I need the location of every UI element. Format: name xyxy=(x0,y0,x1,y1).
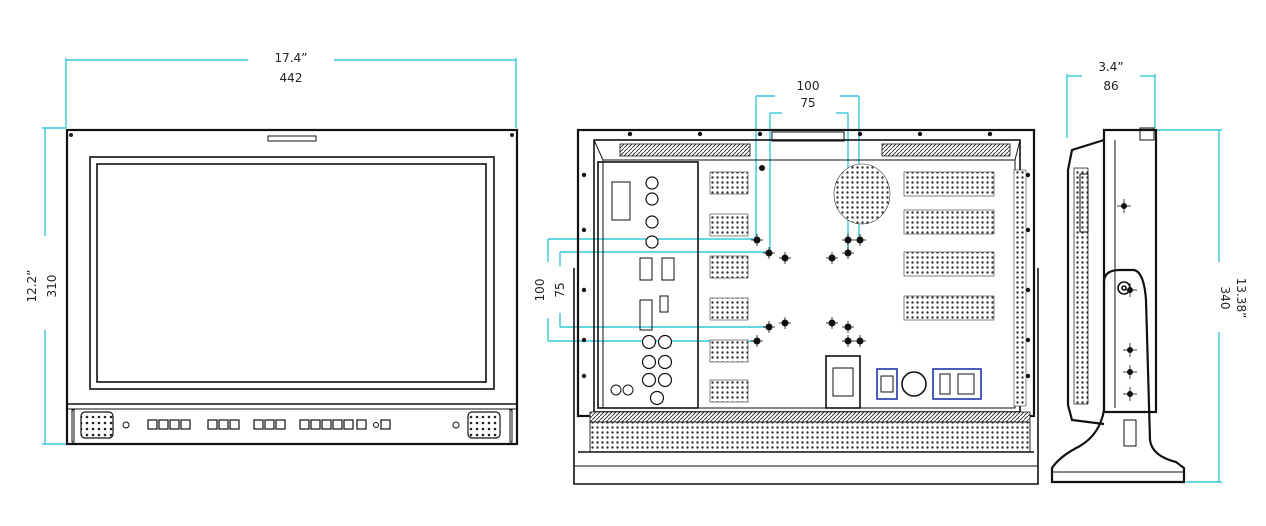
screen-bezel xyxy=(89,156,495,390)
rear-vesa-75-horizontal-label: 75 xyxy=(800,96,815,110)
dsub-port-icon xyxy=(661,257,675,281)
front-control-button xyxy=(332,419,343,430)
side-depth-mm-label: 86 xyxy=(1103,79,1118,93)
dvi-port-icon xyxy=(639,299,653,331)
side-height-inch-label: 13.38” xyxy=(1234,278,1248,319)
side-depth-dimension: 3.4” 86 xyxy=(1066,60,1156,138)
bnc-connector-icon xyxy=(645,176,659,190)
front-control-button xyxy=(158,419,169,430)
speaker-grille-right xyxy=(467,411,501,439)
bnc-connector-icon xyxy=(645,215,659,229)
front-control-button xyxy=(147,419,158,430)
screen xyxy=(96,163,487,383)
front-housing xyxy=(65,128,519,446)
front-control-button xyxy=(218,419,229,430)
front-width-dimension: 17.4” 442 xyxy=(65,51,517,128)
front-control-button xyxy=(207,419,218,430)
side-depth-inch-label: 3.4” xyxy=(1098,60,1123,74)
front-control-button xyxy=(321,419,332,430)
rear-bottom-grille xyxy=(589,421,1031,453)
rear-vesa-100-horizontal-label: 100 xyxy=(797,79,820,93)
bnc-connector-icon xyxy=(641,354,657,370)
front-control-button xyxy=(343,419,354,430)
rear-vesa-horizontal-dimension: 100 75 xyxy=(755,79,860,250)
io-label-plate xyxy=(611,181,631,221)
side-view: 3.4” 86 13.38” 340 xyxy=(1050,60,1248,484)
bnc-connector-icon xyxy=(645,192,659,206)
io-connectors xyxy=(641,176,673,406)
side-height-dimension: 13.38” 340 xyxy=(1156,129,1248,483)
side-stand xyxy=(1050,268,1186,484)
bnc-connector-icon xyxy=(645,235,659,249)
front-control-button xyxy=(275,419,286,430)
fan-vent xyxy=(833,163,891,225)
front-width-mm-label: 442 xyxy=(280,71,303,85)
front-control-button xyxy=(264,419,275,430)
rear-vesa-75-vertical-label: 75 xyxy=(553,282,567,297)
bnc-connector-icon xyxy=(641,334,657,350)
front-width-inch-label: 17.4” xyxy=(275,51,308,65)
front-button-row xyxy=(147,419,391,430)
io-panel xyxy=(597,161,699,409)
rear-vesa-vertical-dimension: 100 75 xyxy=(533,238,769,342)
speaker-grille-left xyxy=(80,411,114,439)
rear-view: 100 75 100 75 xyxy=(533,79,1039,485)
rear-vesa-100-vertical-label: 100 xyxy=(533,279,547,302)
usb-port-icon xyxy=(659,295,669,313)
front-led-icon xyxy=(452,421,460,429)
bnc-connector-icon xyxy=(641,372,657,388)
front-control-button xyxy=(356,419,367,430)
bnc-connector-icon xyxy=(649,390,665,406)
side-housing xyxy=(1102,128,1158,414)
front-control-button xyxy=(253,419,264,430)
front-control-button xyxy=(310,419,321,430)
side-screw-marks xyxy=(1117,199,1137,401)
rear-top-bracket xyxy=(771,131,845,142)
front-control-button xyxy=(299,419,310,430)
dsub-port-icon xyxy=(639,257,653,281)
front-control-button xyxy=(169,419,180,430)
bnc-connector-icon xyxy=(657,372,673,388)
side-rear-cover xyxy=(1066,138,1105,426)
front-indicator-icon xyxy=(373,422,379,428)
front-height-dimension: 12.2” 310 xyxy=(25,127,66,445)
dc-connector-icon xyxy=(901,371,927,397)
edge-fastener-marks xyxy=(581,131,1031,379)
front-knob-icon xyxy=(122,421,130,429)
top-handle xyxy=(267,135,317,142)
bnc-connector-icon xyxy=(657,334,673,350)
front-control-button xyxy=(229,419,240,430)
rear-vent-grilles xyxy=(709,169,1027,407)
power-inlet xyxy=(825,355,861,409)
front-height-mm-label: 310 xyxy=(45,275,59,298)
front-view: 17.4” 442 12.2” 310 xyxy=(25,51,519,446)
front-control-button xyxy=(380,419,391,430)
fuse-terminal-icon xyxy=(932,368,982,400)
power-switch-icon xyxy=(876,368,898,400)
front-control-button xyxy=(180,419,191,430)
front-height-inch-label: 12.2” xyxy=(25,270,39,303)
rear-stand-outline xyxy=(573,268,1039,485)
side-height-mm-label: 340 xyxy=(1218,287,1232,310)
vesa-mounting-holes xyxy=(751,165,866,347)
bnc-connector-icon xyxy=(657,354,673,370)
